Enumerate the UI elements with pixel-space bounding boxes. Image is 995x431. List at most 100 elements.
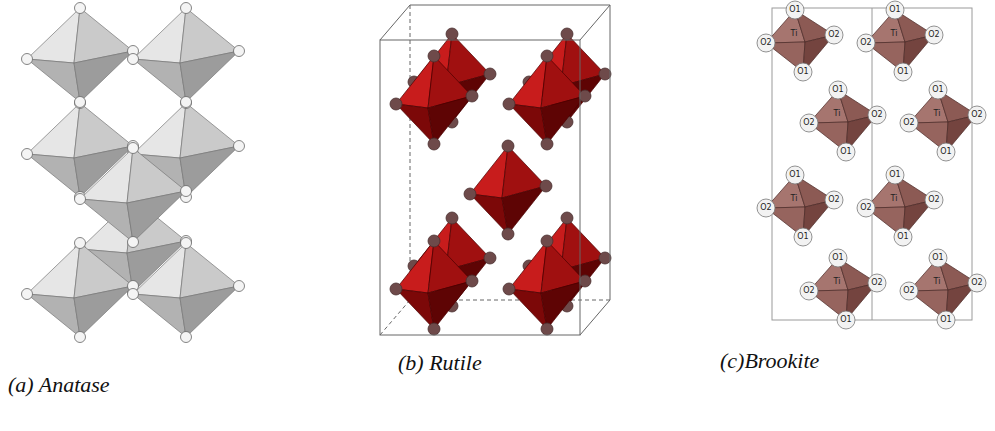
octahedron xyxy=(128,98,245,203)
octahedron-face xyxy=(133,103,186,158)
atom-label: O1 xyxy=(840,316,851,324)
octahedron-face xyxy=(80,198,133,253)
atom-label: O2 xyxy=(871,279,882,287)
atom-label: O2 xyxy=(971,279,982,287)
oxygen-atom xyxy=(929,249,947,267)
oxygen-atom xyxy=(937,143,955,161)
ti-polyhedron xyxy=(800,81,886,161)
oxygen-atom xyxy=(541,235,553,247)
oxygen-atom xyxy=(128,143,139,154)
atom-label: O1 xyxy=(889,6,900,14)
oxygen-atom xyxy=(181,186,192,197)
ti-polyhedron xyxy=(900,81,986,161)
oxygen-atom xyxy=(466,275,478,287)
oxygen-atom xyxy=(599,68,611,80)
octahedron-face xyxy=(133,243,186,298)
atom-label: O2 xyxy=(860,204,871,212)
oxygen-atom xyxy=(503,283,515,295)
oxygen-atom xyxy=(466,90,478,102)
figure-caption: (a) Anatase xyxy=(8,372,110,398)
octahedron-face xyxy=(180,51,239,102)
octahedron xyxy=(128,238,245,343)
atom-label: O1 xyxy=(789,6,800,14)
oxygen-atom xyxy=(502,140,514,152)
oxygen-atom xyxy=(868,106,886,124)
octahedron-face xyxy=(396,241,434,293)
oxygen-atom xyxy=(786,1,804,19)
oxygen-atom xyxy=(894,63,912,81)
octahedron-face xyxy=(509,241,547,293)
oxygen-atom xyxy=(541,50,553,62)
octahedron xyxy=(22,98,139,203)
atom-label: Ti xyxy=(834,278,841,286)
oxygen-atom xyxy=(579,90,591,102)
octahedron xyxy=(75,143,192,248)
oxygen-atom xyxy=(786,166,804,184)
oxygen-atom xyxy=(75,3,86,14)
octahedron-face xyxy=(396,56,434,108)
oxygen-atom xyxy=(894,228,912,246)
octahedron-face xyxy=(180,146,239,197)
atom-label: O1 xyxy=(897,233,908,241)
oxygen-atom xyxy=(968,274,986,292)
oxygen-atom xyxy=(428,138,440,150)
octahedron-face xyxy=(428,281,472,329)
oxygen-atom xyxy=(75,332,86,343)
octahedron xyxy=(128,3,245,108)
octahedron-face xyxy=(509,56,547,108)
ti-polyhedron xyxy=(800,249,886,329)
atom-label: Ti xyxy=(891,30,898,38)
atom-label: O2 xyxy=(828,196,839,204)
atom-label: O2 xyxy=(903,119,914,127)
oxygen-atom xyxy=(937,311,955,329)
oxygen-atom xyxy=(925,26,943,44)
oxygen-atom xyxy=(925,191,943,209)
octahedron-face xyxy=(133,59,186,102)
octahedron xyxy=(22,238,139,343)
brookite-structure xyxy=(757,1,986,329)
oxygen-atom xyxy=(181,238,192,249)
octahedron xyxy=(22,3,139,108)
atom-label: O1 xyxy=(932,86,943,94)
oxygen-atom xyxy=(757,199,775,217)
atom-label: Ti xyxy=(834,110,841,118)
oxygen-atom xyxy=(579,275,591,287)
oxygen-atom xyxy=(428,50,440,62)
oxygen-atom xyxy=(234,46,245,57)
octahedron-face xyxy=(541,281,585,329)
oxygen-atom xyxy=(757,34,775,52)
atom-label: O2 xyxy=(860,39,871,47)
ti-polyhedron xyxy=(857,1,943,81)
oxygen-atom xyxy=(900,282,918,300)
atom-label: Ti xyxy=(791,195,798,203)
atom-label: O2 xyxy=(760,39,771,47)
oxygen-atom xyxy=(428,323,440,335)
atom-label: O2 xyxy=(871,111,882,119)
oxygen-atom xyxy=(968,106,986,124)
oxygen-atom xyxy=(900,114,918,132)
oxygen-atom xyxy=(857,199,875,217)
oxygen-atom xyxy=(446,28,458,40)
atom-label: O2 xyxy=(928,196,939,204)
oxygen-atom xyxy=(446,212,458,224)
oxygen-atom xyxy=(128,289,139,300)
figure-caption: (b) Rutile xyxy=(398,350,482,376)
oxygen-atom xyxy=(503,98,515,110)
atom-label: Ti xyxy=(934,110,941,118)
atom-label: O1 xyxy=(940,316,951,324)
rutile-structure xyxy=(380,5,611,335)
oxygen-atom xyxy=(829,81,847,99)
octahedron xyxy=(503,50,591,150)
oxygen-atom xyxy=(75,98,86,109)
atom-label: O2 xyxy=(971,111,982,119)
oxygen-atom xyxy=(22,149,33,160)
octahedron-face xyxy=(127,191,186,242)
octahedron-face xyxy=(80,199,133,242)
anatase-structure xyxy=(22,3,245,343)
oxygen-atom xyxy=(561,28,573,40)
atom-label: O2 xyxy=(760,204,771,212)
atom-label: O1 xyxy=(832,254,843,262)
ti-polyhedron xyxy=(900,249,986,329)
ti-polyhedron xyxy=(757,1,843,81)
